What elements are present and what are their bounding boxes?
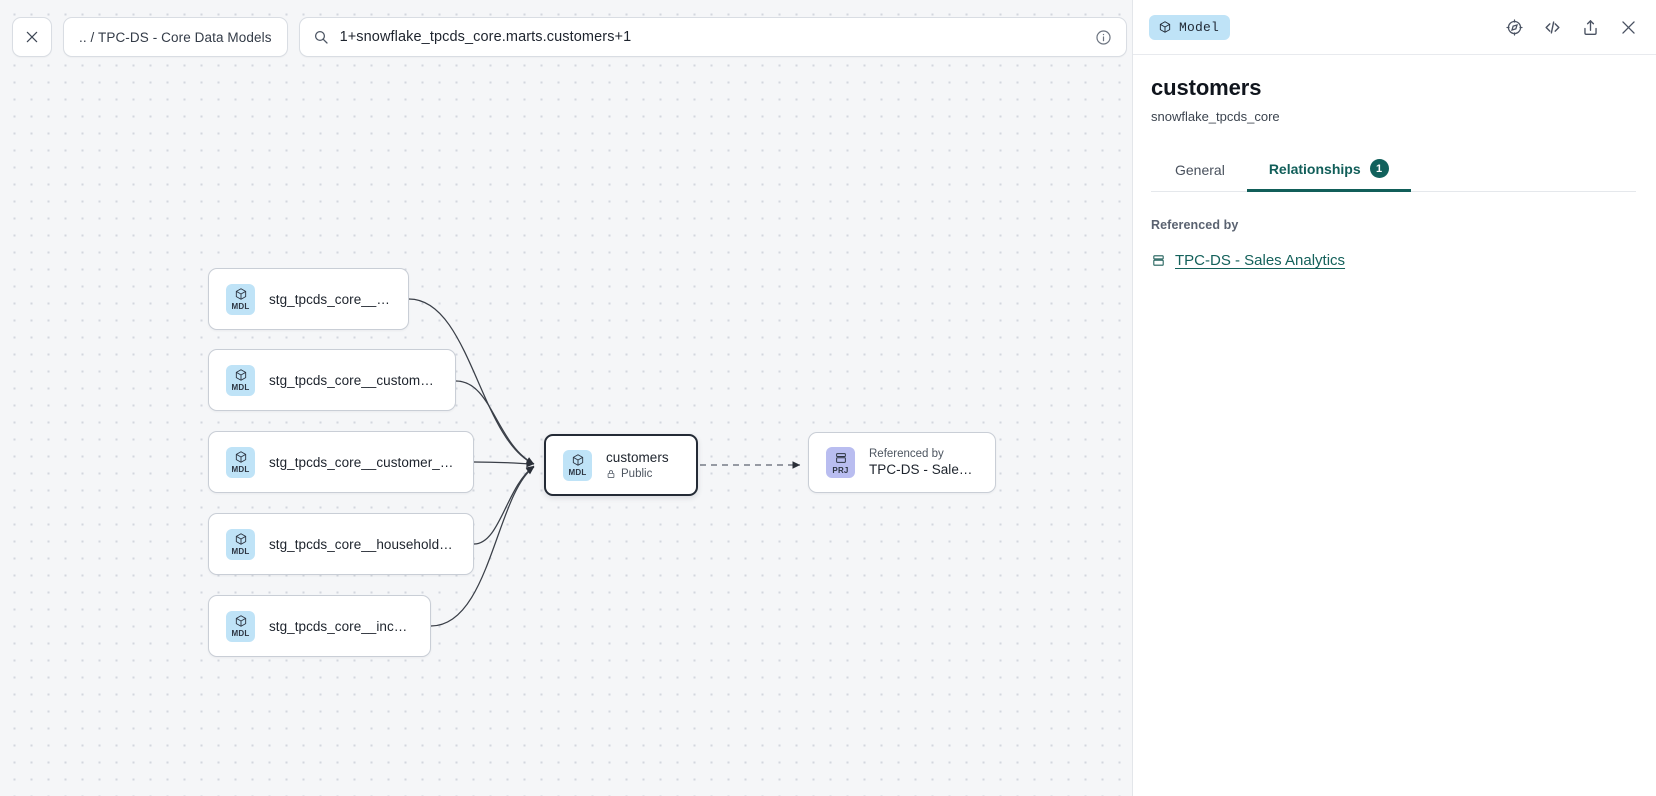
canvas-toolbar: .. / TPC-DS - Core Data Models 1+snowfla…: [12, 17, 1132, 57]
search-input-value[interactable]: 1+snowflake_tpcds_core.marts.customers+1: [339, 29, 632, 45]
cube-icon: [235, 288, 246, 300]
node-body: stg_tpcds_core__customer_address: [269, 373, 439, 388]
badge-type-label: MDL: [231, 383, 250, 392]
explore-icon: [1506, 18, 1523, 36]
lineage-graph: MDL stg_tpcds_core__customer MDL stg_tpc…: [208, 268, 996, 657]
tab-relationships[interactable]: Relationships 1: [1246, 150, 1411, 192]
share-button[interactable]: [1581, 18, 1600, 37]
panel-tabs: General Relationships 1: [1151, 150, 1636, 192]
model-badge: MDL: [226, 446, 255, 478]
badge-type-label: MDL: [231, 547, 250, 556]
close-icon: [1622, 20, 1635, 34]
close-icon: [26, 31, 38, 43]
details-panel: Model: [1132, 0, 1656, 796]
project-icon: [1153, 255, 1164, 266]
node-title: stg_tpcds_core__income_band: [269, 618, 414, 634]
breadcrumb[interactable]: .. / TPC-DS - Core Data Models: [63, 17, 288, 57]
share-icon: [1584, 19, 1597, 35]
close-lineage-button[interactable]: [12, 17, 52, 57]
info-icon[interactable]: [1095, 29, 1112, 46]
details-panel-header: Model: [1133, 0, 1656, 55]
model-badge: MDL: [226, 283, 255, 315]
lineage-canvas[interactable]: .. / TPC-DS - Core Data Models 1+snowfla…: [0, 0, 1132, 796]
graph-node-project[interactable]: PRJ Referenced by TPC-DS - Sales Analyti…: [808, 432, 996, 493]
model-badge: MDL: [563, 449, 592, 481]
node-body: stg_tpcds_core__income_band: [269, 619, 414, 634]
relationships-content: Referenced by TPC-DS - Sales Analytics: [1133, 192, 1656, 269]
cube-icon: [235, 615, 246, 627]
graph-node[interactable]: MDL stg_tpcds_core__customer_address: [208, 349, 456, 411]
node-kicker: Referenced by: [869, 448, 944, 460]
badge-type-label: MDL: [231, 629, 250, 638]
lock-icon: [607, 470, 615, 478]
tab-general[interactable]: General: [1153, 153, 1247, 192]
graph-node[interactable]: MDL stg_tpcds_core__customer_demogra…: [208, 431, 474, 493]
node-title: stg_tpcds_core__customer: [269, 291, 392, 307]
badge-type-label: MDL: [568, 468, 587, 477]
graph-node-selected[interactable]: MDL customers Public: [544, 434, 698, 496]
panel-action-group: [1505, 18, 1638, 37]
page-subtitle: snowflake_tpcds_core: [1151, 109, 1280, 124]
code-icon: [1545, 20, 1560, 34]
node-access-label: Public: [621, 468, 653, 480]
badge-type-label: PRJ: [832, 465, 849, 475]
graph-node[interactable]: MDL stg_tpcds_core__customer: [208, 268, 409, 330]
node-title: TPC-DS - Sales Analytics: [869, 462, 979, 477]
node-title: stg_tpcds_core__household_demogr…: [269, 536, 457, 552]
badge-type-label: MDL: [231, 302, 250, 311]
section-label-referenced-by: Referenced by: [1151, 218, 1239, 232]
cube-icon: [235, 369, 246, 381]
list-item[interactable]: TPC-DS - Sales Analytics: [1151, 252, 1636, 269]
referenced-by-link[interactable]: TPC-DS - Sales Analytics: [1175, 252, 1346, 269]
view-code-button[interactable]: [1543, 18, 1562, 37]
resource-kind-pill: Model: [1149, 14, 1231, 40]
node-body: stg_tpcds_core__customer_demogra…: [269, 455, 457, 470]
node-title: customers: [606, 450, 669, 465]
graph-node[interactable]: MDL stg_tpcds_core__household_demogr…: [208, 513, 474, 575]
close-panel-button[interactable]: [1619, 18, 1638, 37]
badge-type-label: MDL: [231, 465, 250, 474]
lineage-search-field[interactable]: 1+snowflake_tpcds_core.marts.customers+1: [298, 17, 1127, 57]
tab-label: Relationships: [1268, 160, 1361, 177]
model-badge: MDL: [226, 364, 255, 396]
model-badge: MDL: [226, 610, 255, 642]
project-badge: PRJ: [826, 447, 855, 478]
node-title: stg_tpcds_core__customer_demogra…: [269, 454, 457, 470]
resource-kind-label: Model: [1179, 19, 1220, 35]
cube-icon: [1159, 21, 1171, 33]
lineage-edges: [408, 298, 801, 627]
node-body: stg_tpcds_core__household_demogr…: [269, 537, 457, 552]
tab-count-badge: 1: [1369, 159, 1389, 178]
node-access: Public: [606, 468, 669, 480]
cube-icon: [235, 533, 246, 545]
project-icon: [835, 452, 846, 463]
cube-icon: [572, 454, 583, 466]
details-panel-title-block: customers snowflake_tpcds_core General R…: [1133, 55, 1656, 192]
page-title: customers: [1151, 75, 1262, 100]
cube-icon: [235, 451, 246, 463]
node-title: stg_tpcds_core__customer_address: [269, 372, 439, 388]
node-body: stg_tpcds_core__customer: [269, 292, 392, 307]
model-badge: MDL: [226, 528, 255, 560]
node-body: customers Public: [606, 450, 669, 480]
search-icon: [314, 30, 328, 44]
graph-node[interactable]: MDL stg_tpcds_core__income_band: [208, 595, 431, 657]
node-body: Referenced by TPC-DS - Sales Analytics: [869, 448, 979, 477]
tab-label: General: [1175, 162, 1225, 178]
explore-button[interactable]: [1505, 18, 1524, 37]
